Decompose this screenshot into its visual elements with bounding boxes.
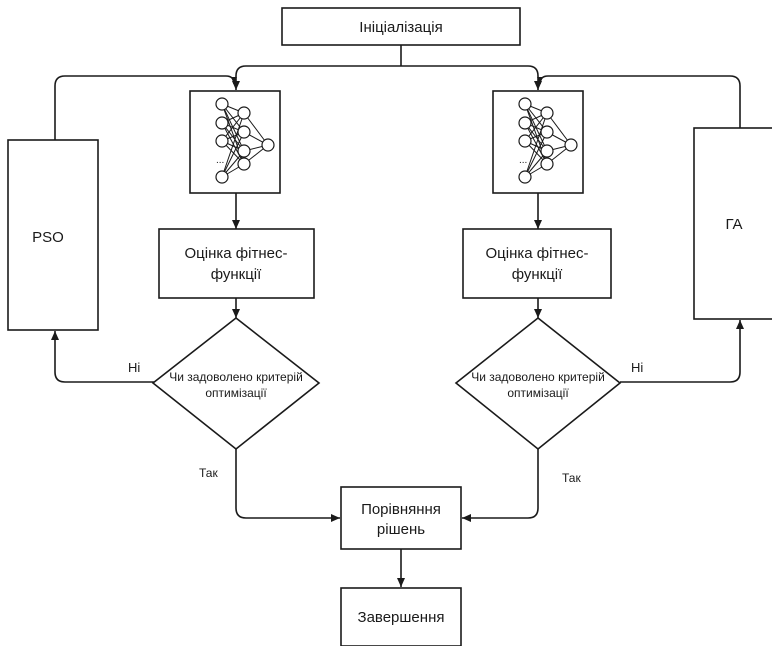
decision-left-diamond (151, 316, 321, 451)
compare-label-1: Порівняння (361, 501, 441, 518)
nn-neuron (564, 138, 578, 152)
edge-decision-right-no (620, 320, 744, 383)
fitness-right-label-2: функції (512, 266, 563, 283)
edge-init-left (232, 65, 401, 90)
compare-label-2: рішень (377, 521, 425, 538)
ga-label: ГА (725, 216, 742, 233)
edge-decision-right-yes (462, 449, 539, 522)
fitness-right-label-1: Оцінка фітнес- (486, 245, 589, 262)
nn-neuron (518, 97, 532, 111)
fitness-left-label-1: Оцінка фітнес- (185, 245, 288, 262)
nn-neuron (237, 106, 251, 120)
neural-network-icon: ... (215, 97, 275, 184)
ga-box (693, 127, 772, 320)
nn-neuron (540, 144, 554, 158)
finish-label: Завершення (358, 609, 445, 626)
decision-right-diamond (454, 316, 622, 451)
nn-neuron (237, 157, 251, 171)
edge-label-yes-right: Так (562, 471, 581, 485)
nn-neuron (518, 134, 532, 148)
nn-neuron (215, 97, 229, 111)
compare-box (340, 486, 462, 550)
nn-ellipsis: ... (216, 155, 224, 166)
nn-connection (243, 112, 269, 146)
pso-box (7, 139, 99, 331)
nn-neuron (518, 116, 532, 130)
decision-left-label-1: Чи задоволено критерій (169, 370, 303, 384)
nn-ellipsis: ... (519, 155, 527, 166)
edge-pso-to-nn-left (54, 75, 237, 140)
nn-neuron (261, 138, 275, 152)
nn-neuron (518, 170, 532, 184)
edge-init-right (401, 65, 542, 90)
edge-ga-to-nn-right (537, 75, 741, 128)
nn-neuron (237, 144, 251, 158)
nn-neuron (237, 125, 251, 139)
nn-neuron (540, 157, 554, 171)
neural-network-icon: ... (518, 97, 578, 184)
nn-neuron (540, 106, 554, 120)
finish-box (340, 587, 462, 646)
decision-left-label-2: оптимізації (205, 386, 267, 400)
edge-label-no-left: Ні (128, 360, 140, 375)
nn-connection (221, 131, 245, 178)
nn-connection (221, 112, 245, 178)
nn-neuron (215, 116, 229, 130)
fitness-left-box (158, 228, 315, 299)
nn-neuron (215, 170, 229, 184)
nn-neuron (215, 134, 229, 148)
init-box (281, 7, 521, 46)
edge-label-no-right: Ні (631, 360, 643, 375)
fitness-right-box (462, 228, 612, 299)
decision-right-label-1: Чи задоволено критерій (471, 370, 605, 384)
edge-label-yes-left: Так (199, 466, 218, 480)
nn-neuron (540, 125, 554, 139)
init-label: Ініціалізація (359, 19, 442, 36)
edge-decision-left-no (51, 331, 154, 383)
fitness-left-label-2: функції (211, 266, 262, 283)
nn-connection (524, 112, 548, 178)
edge-decision-left-yes (235, 449, 340, 522)
nn-connection (546, 112, 572, 146)
decision-right-label-2: оптимізації (507, 386, 569, 400)
pso-label: PSO (32, 229, 64, 246)
nn-connection (524, 131, 548, 178)
